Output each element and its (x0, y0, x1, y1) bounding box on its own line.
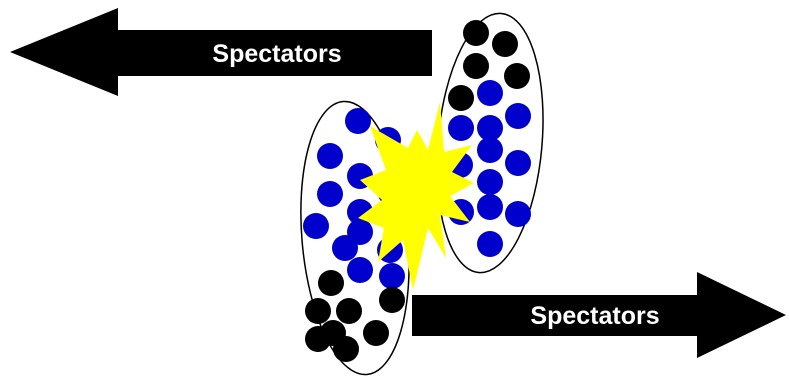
spectator-dot (363, 320, 389, 346)
participant-dot (477, 137, 503, 163)
participant-dot (477, 194, 503, 220)
spectator-arrow-lower-right: Spectators (412, 272, 786, 358)
arrow-left-label: Spectators (212, 40, 341, 68)
participant-dot (448, 115, 474, 141)
spectator-dot (477, 80, 503, 106)
spectator-dot (504, 63, 530, 89)
arrow-right-label: Spectators (530, 302, 659, 330)
spectator-dot (492, 31, 518, 57)
participant-dot (505, 103, 531, 129)
participant-dot (317, 181, 343, 207)
right-nucleus-particles (447, 20, 531, 257)
spectator-dot (463, 53, 489, 79)
spectator-dot (318, 270, 344, 296)
participant-dot (379, 263, 405, 289)
participant-dot (505, 150, 531, 176)
spectator-dot (336, 298, 362, 324)
participant-dot (345, 108, 371, 134)
participant-dot (303, 213, 329, 239)
spectator-arrow-upper-left: Spectators (10, 8, 432, 96)
participant-dot (477, 231, 503, 257)
spectator-dot (463, 20, 489, 46)
participant-dot (332, 235, 358, 261)
spectator-dot (305, 298, 331, 324)
spectator-dot (305, 326, 331, 352)
spectator-dot (333, 336, 359, 362)
participant-dot (347, 257, 373, 283)
participant-dot (477, 169, 503, 195)
spectator-dot (448, 85, 474, 111)
spectator-dot (379, 287, 405, 313)
participant-dot (505, 201, 531, 227)
participant-dot (317, 143, 343, 169)
